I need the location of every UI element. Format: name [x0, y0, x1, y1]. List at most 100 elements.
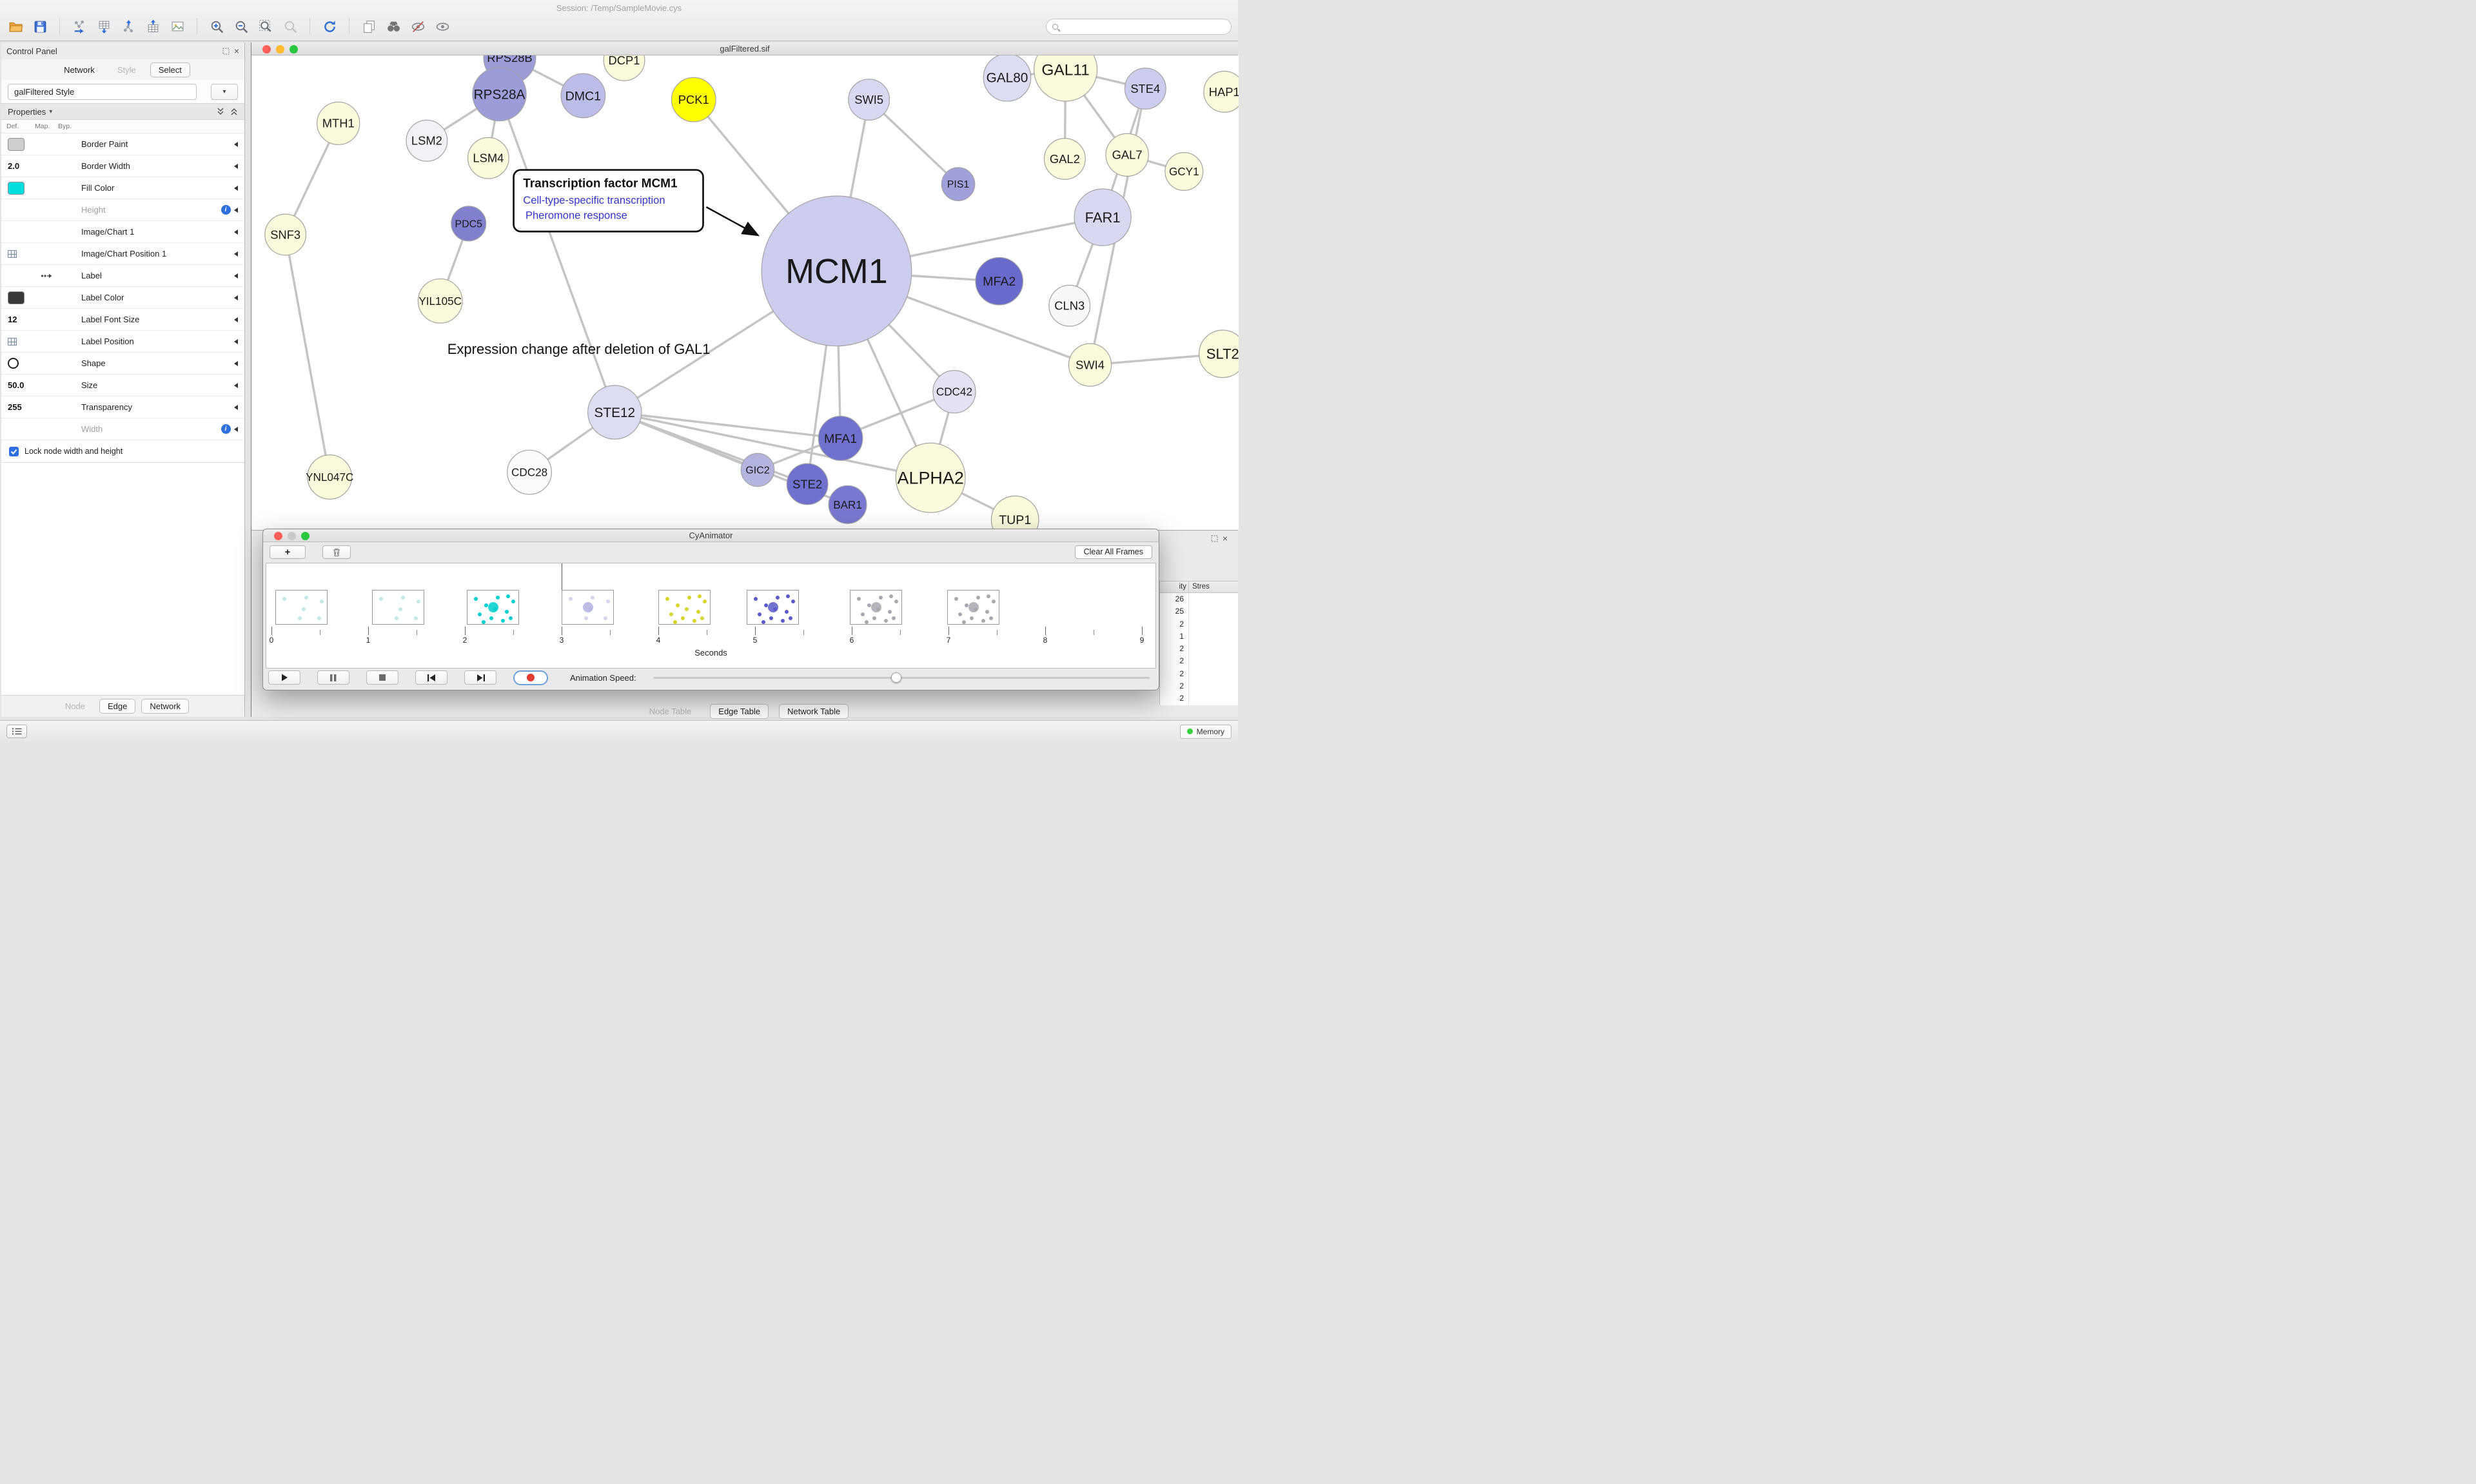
zoom-window-icon[interactable] [301, 531, 310, 540]
style-property-shape[interactable]: Shape [1, 353, 244, 375]
network-node-ste12[interactable]: STE12 [587, 385, 642, 440]
expand-row-icon[interactable] [234, 163, 238, 169]
network-node-ste4[interactable]: STE4 [1124, 67, 1166, 110]
memory-status-button[interactable]: Memory [1179, 724, 1232, 739]
position-picker-icon[interactable] [8, 337, 17, 346]
ellipse-shape-icon[interactable] [8, 358, 19, 369]
expand-row-icon[interactable] [234, 141, 238, 147]
annotation-link-1[interactable]: Cell-type-specific transcription [523, 194, 665, 206]
network-node-rps28a[interactable]: RPS28A [472, 66, 527, 122]
table-column-connectivity[interactable]: ity [1160, 581, 1189, 592]
network-node-lsm4[interactable]: LSM4 [467, 137, 509, 179]
network-node-snf3[interactable]: SNF3 [264, 213, 307, 256]
network-node-gal80[interactable]: GAL80 [983, 55, 1032, 102]
table-row[interactable]: 2 [1160, 692, 1238, 705]
default-value-swatch[interactable] [8, 291, 25, 304]
annotation-callout[interactable]: Transcription factor MCM1Cell-type-speci… [513, 169, 760, 237]
slider-knob[interactable] [891, 672, 902, 683]
close-panel-icon[interactable]: × [233, 46, 239, 56]
network-node-gal2[interactable]: GAL2 [1043, 137, 1086, 180]
default-value-swatch[interactable] [8, 181, 25, 195]
zoom-selected-icon[interactable] [281, 17, 299, 35]
close-window-icon[interactable] [262, 44, 271, 54]
expand-row-icon[interactable] [234, 404, 238, 410]
network-node-pck1[interactable]: PCK1 [671, 77, 716, 122]
annotation-link-2[interactable]: Pheromone response [526, 209, 627, 221]
network-node-cln3[interactable]: CLN3 [1048, 284, 1091, 327]
table-row[interactable]: 2 [1160, 680, 1238, 693]
tab-edge-style[interactable]: Edge [99, 699, 136, 714]
minimize-window-icon[interactable] [288, 531, 296, 540]
network-node-mth1[interactable]: MTH1 [317, 101, 360, 145]
network-node-slt2[interactable]: SLT2 [1198, 329, 1239, 378]
table-row[interactable]: 25 [1160, 605, 1238, 618]
network-node-cdc42[interactable]: CDC42 [932, 370, 976, 414]
properties-section-header[interactable]: Properties ▾ [1, 103, 244, 120]
network-node-bar1[interactable]: BAR1 [828, 485, 867, 524]
network-node-hap1[interactable]: HAP1 [1203, 70, 1239, 113]
style-options-button[interactable]: ▾ [211, 83, 238, 100]
expand-row-icon[interactable] [234, 360, 238, 366]
expand-row-icon[interactable] [234, 426, 238, 432]
network-node-alpha2[interactable]: ALPHA2 [895, 442, 966, 513]
zoom-window-icon[interactable] [290, 44, 298, 54]
import-table-icon[interactable] [95, 17, 113, 35]
frame-thumbnail-1[interactable] [275, 590, 328, 625]
close-window-icon[interactable] [274, 531, 282, 540]
frame-thumbnail-3[interactable] [467, 590, 519, 625]
network-node-gal11[interactable]: GAL11 [1034, 55, 1098, 102]
table-row[interactable]: 2 [1160, 655, 1238, 668]
expand-row-icon[interactable] [234, 382, 238, 388]
style-property-label-color[interactable]: Label Color [1, 287, 244, 309]
frame-thumbnail-2[interactable] [372, 590, 424, 625]
network-node-mcm1[interactable]: MCM1 [761, 195, 912, 347]
network-node-swi4[interactable]: SWI4 [1068, 343, 1112, 387]
network-node-mfa1[interactable]: MFA1 [818, 416, 863, 461]
clear-all-frames-button[interactable]: Clear All Frames [1074, 545, 1152, 559]
show-all-icon[interactable] [433, 17, 451, 35]
style-property-label[interactable]: Label [1, 265, 244, 287]
copy-icon[interactable] [360, 17, 378, 35]
style-property-fill-color[interactable]: Fill Color [1, 177, 244, 199]
frame-thumbnail-7[interactable] [850, 590, 902, 625]
style-property-label-position[interactable]: Label Position [1, 331, 244, 353]
network-node-yil105c[interactable]: YIL105C [417, 278, 463, 324]
style-property-image-chart-1[interactable]: Image/Chart 1 [1, 221, 244, 243]
table-row[interactable]: 2 [1160, 667, 1238, 681]
style-selector-dropdown[interactable]: galFiltered Style [8, 83, 197, 100]
network-node-pis1[interactable]: PIS1 [941, 167, 976, 201]
expand-row-icon[interactable] [234, 251, 238, 257]
close-table-panel-icon[interactable]: × [1222, 533, 1228, 543]
stop-button[interactable] [366, 670, 398, 685]
export-table-icon[interactable] [144, 17, 162, 35]
panel-menu-button[interactable] [6, 725, 27, 738]
table-row[interactable]: 26 [1160, 593, 1238, 606]
network-node-far1[interactable]: FAR1 [1074, 188, 1132, 246]
tab-node-table[interactable]: Node Table [649, 706, 692, 716]
tab-select[interactable]: Select [150, 62, 190, 77]
animation-speed-slider[interactable] [653, 670, 1150, 685]
network-node-ynl047c[interactable]: YNL047C [306, 454, 353, 500]
expand-row-icon[interactable] [234, 295, 238, 300]
position-picker-icon[interactable] [8, 249, 17, 258]
network-node-dcp1[interactable]: DCP1 [603, 55, 645, 81]
add-frame-button[interactable]: + [270, 545, 306, 559]
minimize-window-icon[interactable] [276, 44, 284, 54]
tab-edge-table[interactable]: Edge Table [710, 703, 769, 719]
export-image-icon[interactable] [168, 17, 186, 35]
lock-size-checkbox[interactable] [9, 446, 19, 456]
float-table-panel-icon[interactable] [1211, 535, 1218, 542]
global-search-input[interactable] [1062, 21, 1225, 32]
tab-network-table[interactable]: Network Table [779, 703, 849, 719]
go-to-end-button[interactable] [464, 670, 496, 685]
expand-all-icon[interactable] [231, 108, 238, 115]
table-row[interactable]: 2 [1160, 618, 1238, 630]
tab-node-style[interactable]: Node [64, 701, 85, 711]
network-node-mfa2[interactable]: MFA2 [975, 257, 1024, 306]
frame-thumbnail-4[interactable] [562, 590, 614, 625]
